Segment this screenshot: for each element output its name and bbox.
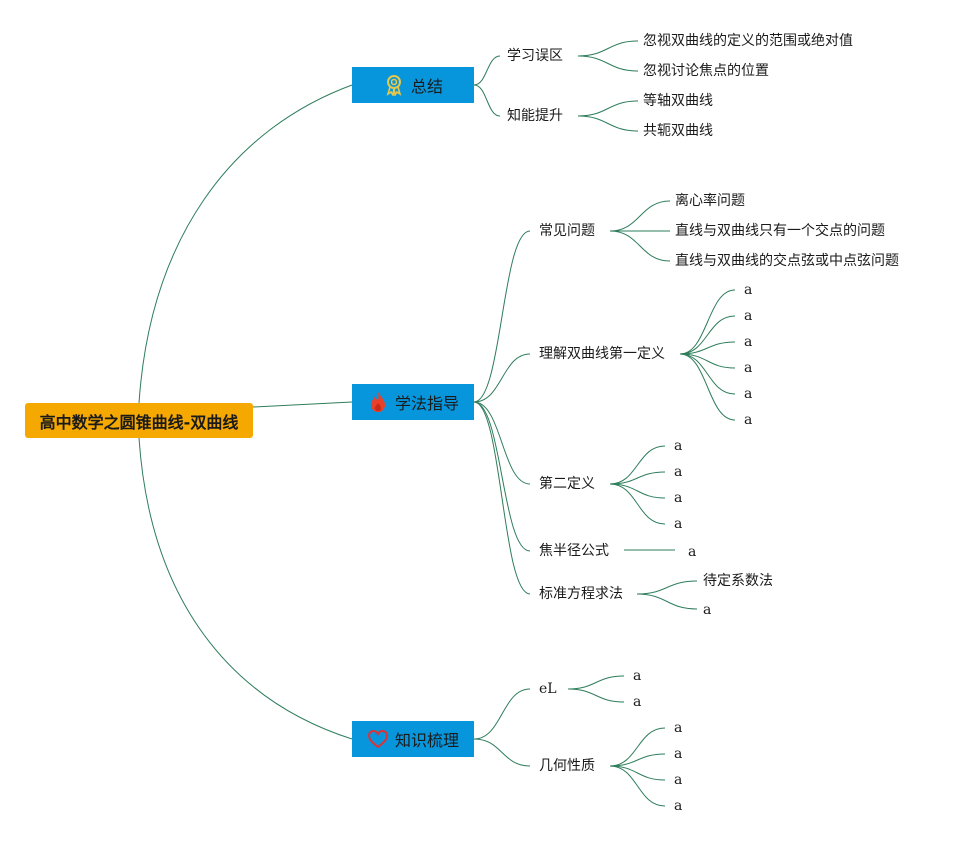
- subtopic-improve[interactable]: 知能提升: [507, 108, 563, 124]
- connector-line: [609, 765, 666, 807]
- connector-line: [473, 688, 531, 740]
- leaf-std-eq-2[interactable]: a: [703, 602, 712, 618]
- leaf-first-def-5[interactable]: a: [744, 386, 753, 402]
- leaf-focal-radius-1[interactable]: a: [688, 544, 697, 560]
- connector-line: [636, 580, 698, 595]
- topic-knowledge[interactable]: 知识梳理: [352, 721, 474, 757]
- connector-line: [609, 200, 671, 232]
- connector-line: [473, 353, 531, 403]
- leaf-second-def-3[interactable]: a: [674, 490, 683, 506]
- award-ribbon-icon: [383, 74, 405, 96]
- leaf-first-def-2[interactable]: a: [744, 308, 753, 324]
- connector-line: [138, 84, 353, 404]
- leaf-geometry-2[interactable]: a: [674, 746, 683, 762]
- connector-line: [609, 483, 666, 525]
- connector-line: [609, 727, 666, 767]
- connector-line: [473, 401, 531, 552]
- leaf-std-eq-1[interactable]: 待定系数法: [703, 573, 773, 589]
- connector-line: [609, 483, 666, 499]
- leaf-common-2[interactable]: 直线与双曲线只有一个交点的问题: [675, 223, 885, 239]
- leaf-el-1[interactable]: a: [633, 668, 642, 684]
- leaf-first-def-6[interactable]: a: [744, 412, 753, 428]
- leaf-geometry-4[interactable]: a: [674, 798, 683, 814]
- topic-method[interactable]: 学法指导: [352, 384, 474, 420]
- leaf-el-2[interactable]: a: [633, 694, 642, 710]
- leaf-geometry-1[interactable]: a: [674, 720, 683, 736]
- leaf-first-def-3[interactable]: a: [744, 334, 753, 350]
- connector-line: [577, 40, 639, 57]
- root-topic[interactable]: 高中数学之圆锥曲线-双曲线: [25, 403, 253, 438]
- topic-summary-label: 总结: [410, 77, 443, 96]
- subtopic-first-def[interactable]: 理解双曲线第一定义: [539, 346, 665, 362]
- connector-line: [473, 55, 501, 86]
- connector-line: [679, 353, 736, 369]
- connector-line: [636, 593, 698, 610]
- connector-line: [679, 289, 736, 355]
- subtopic-common[interactable]: 常见问题: [539, 223, 595, 239]
- connector-line: [473, 738, 531, 767]
- subtopic-el[interactable]: eL: [539, 681, 557, 697]
- leaf-common-3[interactable]: 直线与双曲线的交点弦或中点弦问题: [675, 253, 899, 269]
- topic-summary[interactable]: 总结: [352, 67, 474, 103]
- connector-line: [609, 471, 666, 485]
- connector-line: [473, 401, 531, 485]
- subtopic-second-def[interactable]: 第二定义: [539, 476, 595, 492]
- leaf-mistake-1[interactable]: 忽视双曲线的定义的范围或绝对值: [643, 33, 853, 49]
- subtopic-geometry[interactable]: 几何性质: [539, 758, 595, 774]
- leaf-improve-1[interactable]: 等轴双曲线: [643, 93, 713, 109]
- subtopic-focal-radius[interactable]: 焦半径公式: [539, 543, 609, 559]
- connector-line: [473, 84, 501, 117]
- connector-line: [473, 401, 531, 595]
- leaf-first-def-4[interactable]: a: [744, 360, 753, 376]
- heart-icon: [367, 728, 389, 750]
- connector-line: [679, 353, 736, 421]
- flame-icon: [367, 391, 389, 413]
- leaf-second-def-4[interactable]: a: [674, 516, 683, 532]
- connector-line: [473, 230, 531, 403]
- connector-line: [609, 765, 666, 781]
- connector-line: [577, 115, 639, 132]
- connector-line: [609, 753, 666, 767]
- connector-line: [577, 55, 639, 72]
- connector-line: [252, 401, 353, 408]
- topic-knowledge-label: 知识梳理: [394, 731, 459, 750]
- leaf-second-def-2[interactable]: a: [674, 464, 683, 480]
- subtopic-std-eq[interactable]: 标准方程求法: [539, 586, 623, 602]
- connector-line: [679, 341, 736, 355]
- connector-line: [609, 445, 666, 485]
- topic-method-label: 学法指导: [394, 394, 459, 413]
- leaf-second-def-1[interactable]: a: [674, 438, 683, 454]
- leaf-first-def-1[interactable]: a: [744, 282, 753, 298]
- connector-line: [138, 437, 353, 740]
- leaf-geometry-3[interactable]: a: [674, 772, 683, 788]
- connector-line: [679, 315, 736, 355]
- connector-line: [577, 100, 639, 117]
- leaf-mistake-2[interactable]: 忽视讨论焦点的位置: [643, 63, 769, 79]
- connector-line: [609, 230, 671, 262]
- leaf-common-1[interactable]: 离心率问题: [675, 193, 745, 209]
- connector-line: [679, 353, 736, 395]
- connector-line: [567, 688, 625, 703]
- connector-line: [567, 675, 625, 690]
- subtopic-mistakes[interactable]: 学习误区: [507, 48, 563, 64]
- leaf-improve-2[interactable]: 共轭双曲线: [643, 123, 713, 139]
